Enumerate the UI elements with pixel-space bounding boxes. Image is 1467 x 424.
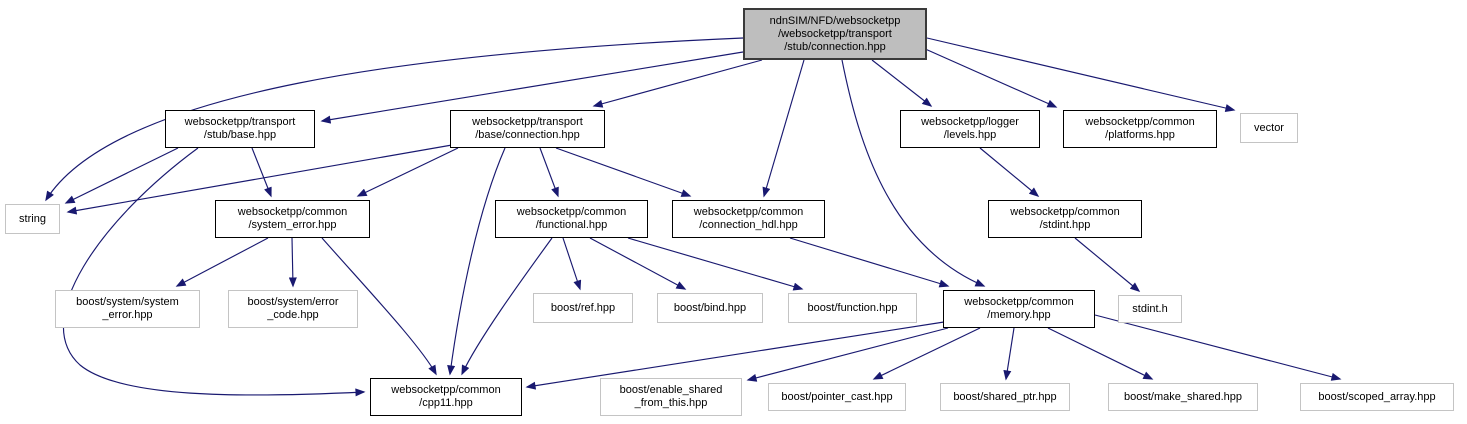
edge-common-functional-to-boost-ref [562, 237, 582, 291]
node-common-memory[interactable]: websocketpp/common /memory.hpp [943, 290, 1095, 328]
node-stdint-h: stdint.h [1118, 295, 1182, 323]
edge-common-system-error-to-common-cpp11 [321, 237, 437, 376]
edge-stub-base-to-common-cpp11 [62, 147, 366, 397]
node-logger-levels[interactable]: websocketpp/logger /levels.hpp [900, 110, 1040, 148]
edge-main-to-logger-levels [871, 59, 933, 107]
edge-main-to-string [45, 37, 744, 202]
edge-common-connection-hdl-to-common-memory [789, 237, 950, 288]
edge-main-to-common-platforms [922, 47, 1058, 108]
node-common-connection-hdl[interactable]: websocketpp/common /connection_hdl.hpp [672, 200, 825, 238]
edge-base-connection-to-common-cpp11 [447, 147, 506, 376]
edge-common-system-error-to-boost-error-code [288, 237, 297, 288]
node-main: ndnSIM/NFD/websocketpp /websocketpp/tran… [743, 8, 927, 60]
node-stub-base[interactable]: websocketpp/transport /stub/base.hpp [165, 110, 315, 148]
edge-main-to-stub-base [320, 51, 744, 124]
edge-stub-base-to-string [64, 147, 179, 204]
edge-common-functional-to-common-cpp11 [461, 237, 553, 376]
edge-common-memory-to-boost-pointer-cast [872, 327, 981, 380]
edge-common-memory-to-boost-enable-shared [746, 327, 949, 382]
node-boost-ref: boost/ref.hpp [533, 293, 633, 323]
edge-base-connection-to-string [66, 144, 453, 215]
edge-common-memory-to-boost-scoped-array [1094, 314, 1342, 381]
node-boost-scoped-array: boost/scoped_array.hpp [1300, 383, 1454, 411]
edge-common-memory-to-boost-make-shared [1047, 327, 1154, 380]
node-boost-shared-ptr: boost/shared_ptr.hpp [940, 383, 1070, 411]
edge-base-connection-to-common-system-error [356, 147, 459, 197]
node-common-functional[interactable]: websocketpp/common /functional.hpp [495, 200, 648, 238]
edge-common-stdint-to-stdint-h [1074, 237, 1141, 292]
node-string: string [5, 204, 60, 234]
edge-common-functional-to-boost-function [627, 237, 804, 291]
edge-stub-base-to-common-system-error [251, 147, 272, 198]
edge-common-functional-to-boost-bind [589, 237, 687, 290]
node-common-stdint[interactable]: websocketpp/common /stdint.hpp [988, 200, 1142, 238]
node-common-cpp11[interactable]: websocketpp/common /cpp11.hpp [370, 378, 522, 416]
edge-base-connection-to-common-functional [539, 147, 559, 198]
node-common-system-error[interactable]: websocketpp/common /system_error.hpp [215, 200, 370, 238]
node-common-platforms[interactable]: websocketpp/common /platforms.hpp [1063, 110, 1217, 148]
edge-common-memory-to-common-cpp11 [525, 321, 945, 390]
node-boost-system-error: boost/system/system _error.hpp [55, 290, 200, 328]
edge-main-to-common-memory [841, 59, 986, 287]
node-boost-pointer-cast: boost/pointer_cast.hpp [768, 383, 906, 411]
node-base-connection[interactable]: websocketpp/transport /base/connection.h… [450, 110, 605, 148]
node-boost-enable-shared: boost/enable_shared _from_this.hpp [600, 378, 742, 416]
edge-main-to-vector [926, 37, 1236, 112]
edge-common-system-error-to-boost-system-error [175, 237, 269, 287]
node-boost-bind: boost/bind.hpp [657, 293, 763, 323]
edge-common-memory-to-boost-shared-ptr [1003, 327, 1015, 381]
edge-main-to-base-connection [592, 59, 763, 108]
node-boost-error-code: boost/system/error _code.hpp [228, 290, 358, 328]
edge-base-connection-to-common-connection-hdl [555, 147, 692, 197]
edge-logger-levels-to-common-stdint [979, 147, 1040, 197]
edge-main-to-common-connection-hdl [762, 59, 805, 198]
node-boost-function: boost/function.hpp [788, 293, 917, 323]
node-vector: vector [1240, 113, 1298, 143]
node-boost-make-shared: boost/make_shared.hpp [1108, 383, 1258, 411]
